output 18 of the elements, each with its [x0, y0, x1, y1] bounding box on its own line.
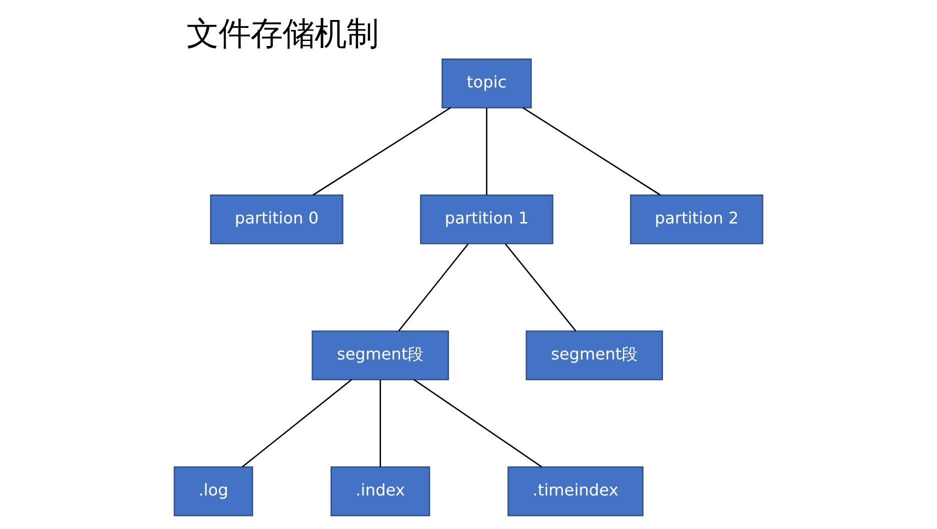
connector	[242, 379, 352, 468]
node-box: partition 1	[420, 194, 554, 244]
node-box: .log	[174, 466, 254, 516]
node-box: segment段	[526, 330, 663, 380]
node-box: segment段	[312, 330, 449, 380]
diagram-title: 文件存储机制	[186, 14, 379, 53]
connector	[504, 244, 576, 332]
node-box: topic	[442, 58, 532, 108]
node-box: partition 2	[630, 194, 764, 244]
connector	[486, 108, 488, 196]
connector	[398, 244, 469, 332]
node-box: .index	[330, 466, 430, 516]
connector	[414, 379, 542, 468]
connector	[522, 107, 661, 196]
connector	[380, 380, 381, 468]
node-box: .timeindex	[508, 466, 644, 516]
node-box: partition 0	[210, 194, 344, 244]
connector	[312, 107, 451, 196]
